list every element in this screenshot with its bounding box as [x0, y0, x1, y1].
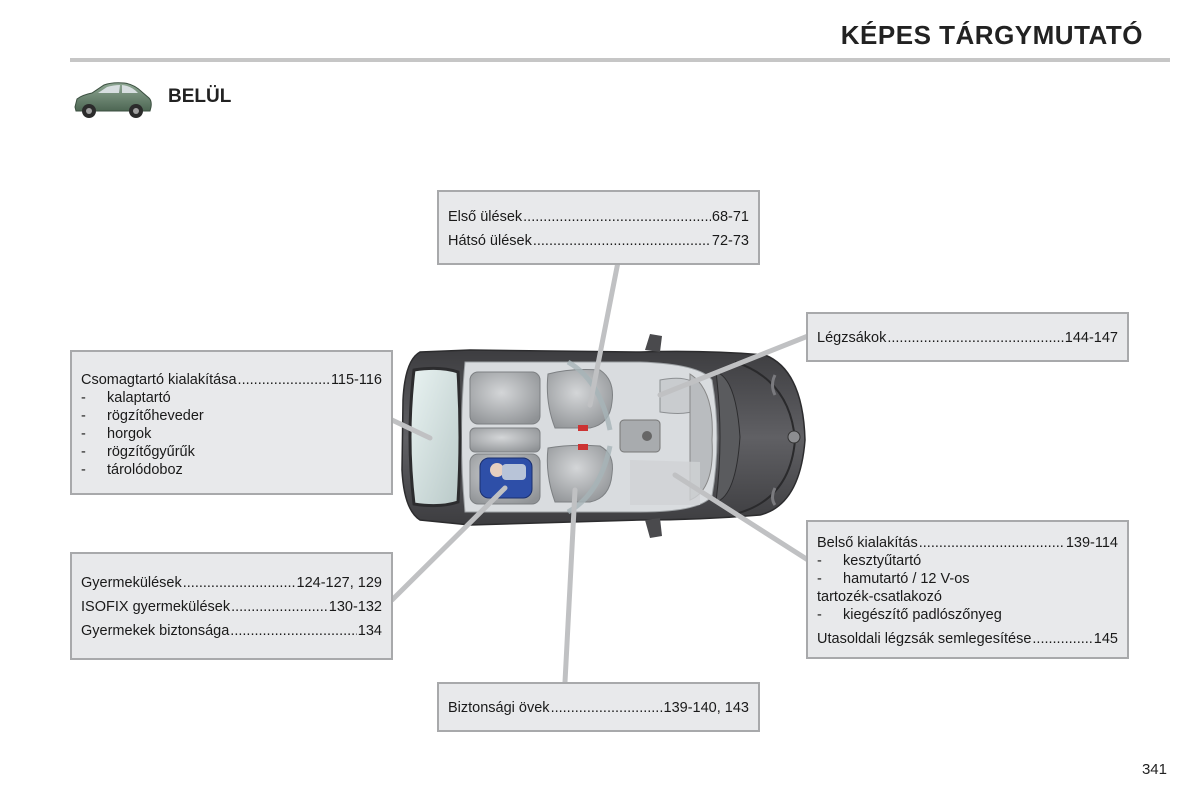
index-entry[interactable]: Hátsó ülések 72-73: [448, 232, 749, 250]
rear-seats: [469, 371, 541, 505]
index-entry[interactable]: Csomagtartó kialakítása 115-116: [81, 371, 382, 389]
car-hatchback-icon: [74, 82, 152, 118]
leader-lines: [389, 259, 811, 685]
front-seats: [546, 359, 613, 515]
child-seat: [479, 457, 533, 499]
list-item: -rögzítőheveder: [81, 408, 204, 424]
index-entry[interactable]: Gyermekülések 124-127, 129: [81, 574, 382, 592]
list-item: -rögzítőgyűrűk: [81, 444, 195, 460]
index-entry[interactable]: Légzsákok 144-147: [817, 329, 1118, 347]
callout-airbags: Légzsákok 144-147: [806, 312, 1129, 362]
title-divider: [70, 58, 1170, 62]
index-entry[interactable]: Belső kialakítás 139-114: [817, 534, 1118, 552]
callout-child-safety: Gyermekülések 124-127, 129 ISOFIX gyerme…: [70, 552, 393, 660]
list-item: -hamutartó / 12 V-os: [817, 571, 970, 587]
callout-seat-belts: Biztonsági övek 139-140, 143: [437, 682, 760, 732]
index-entry[interactable]: Biztonsági övek 139-140, 143: [448, 699, 749, 717]
index-entry[interactable]: Első ülések 68-71: [448, 208, 749, 226]
index-entry[interactable]: Utasoldali légzsák semlegesítése 145: [817, 630, 1118, 648]
list-item: -horgok: [81, 426, 152, 442]
dashboard: [619, 373, 713, 505]
callout-interior: Belső kialakítás 139-114 -kesztyűtartó -…: [806, 520, 1129, 659]
list-item: -kesztyűtartó: [817, 553, 922, 569]
page-title: KÉPES TÁRGYMUTATÓ: [840, 20, 1143, 50]
section-title: BELÜL: [168, 86, 232, 107]
page-number: 341: [1141, 761, 1167, 778]
list-item: -tárolódoboz: [81, 462, 183, 478]
car-body: [401, 334, 806, 538]
callout-seats: Első ülések 68-71 Hátsó ülések 72-73: [437, 190, 760, 265]
index-entry[interactable]: ISOFIX gyermekülések 130-132: [81, 598, 382, 616]
index-entry[interactable]: Gyermekek biztonsága 134: [81, 622, 382, 640]
list-item-continuation: tartozék-csatlakozó: [817, 589, 942, 605]
list-item: -kiegészítő padlószőnyeg: [817, 607, 1002, 623]
list-item: -kalaptartó: [81, 390, 171, 406]
callout-boot: Csomagtartó kialakítása 115-116 -kalapta…: [70, 350, 393, 495]
cabin: [408, 361, 741, 513]
